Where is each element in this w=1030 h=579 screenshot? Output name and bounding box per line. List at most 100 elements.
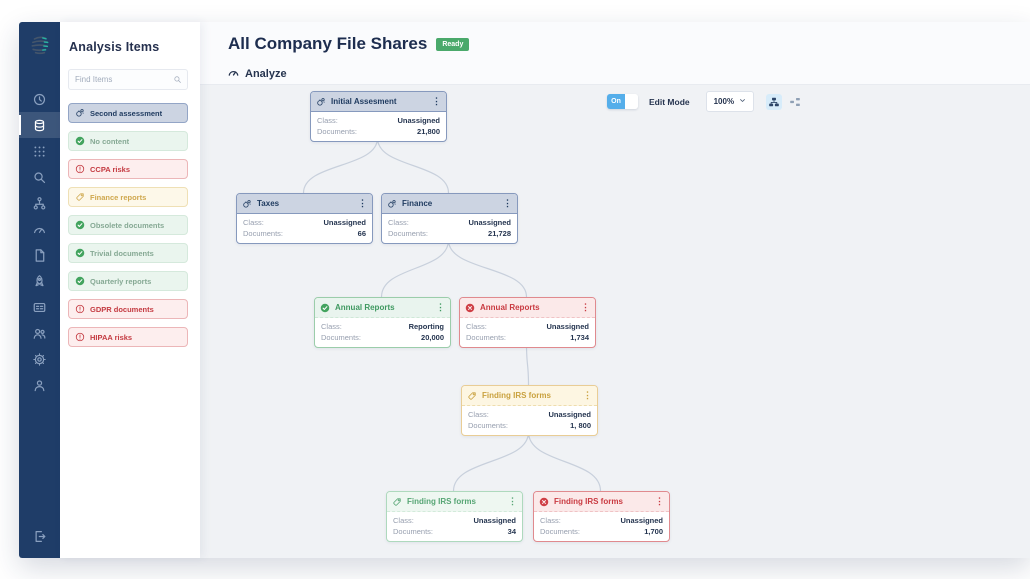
analysis-item[interactable]: Obsolete documents xyxy=(68,215,188,235)
documents-label: Documents: xyxy=(243,229,284,238)
class-label: Class: xyxy=(468,410,489,419)
analysis-item-label: HIPAA risks xyxy=(90,332,133,342)
class-value: Unassigned xyxy=(620,516,663,525)
app-window: Analysis Items Second assessment No conte… xyxy=(19,22,1030,558)
edit-mode-toggle[interactable]: On xyxy=(607,94,638,109)
sidebar-item-rocket-icon[interactable] xyxy=(19,268,60,294)
vertical-layout-button[interactable] xyxy=(766,93,783,110)
class-label: Class: xyxy=(388,218,409,227)
tag-icon xyxy=(75,192,85,202)
search-input[interactable] xyxy=(69,75,173,84)
tag-icon xyxy=(392,497,402,507)
node-menu-button[interactable]: ⋮ xyxy=(655,496,664,506)
sidebar-item-speedometer-icon[interactable] xyxy=(19,216,60,242)
error-icon xyxy=(539,497,549,507)
node-menu-button[interactable]: ⋮ xyxy=(432,96,441,106)
node-title: Finding IRS forms xyxy=(554,497,623,506)
analysis-item[interactable]: No content xyxy=(68,131,188,151)
analysis-item[interactable]: CCPA risks xyxy=(68,159,188,179)
node-title: Annual Reports xyxy=(335,303,395,312)
documents-label: Documents: xyxy=(388,229,429,238)
check-icon xyxy=(75,136,85,146)
sidebar-item-cards-icon[interactable] xyxy=(19,294,60,320)
sidebar-item-users-icon[interactable] xyxy=(19,320,60,346)
sidebar-item-profile-icon[interactable] xyxy=(19,372,60,398)
search-icon xyxy=(173,75,182,84)
main-header-band xyxy=(200,22,1030,85)
panel-title: Analysis Items xyxy=(69,40,160,54)
node-title: Finance xyxy=(402,199,433,208)
node-menu-button[interactable]: ⋮ xyxy=(436,302,445,312)
documents-value: 1, 800 xyxy=(570,421,591,430)
class-label: Class: xyxy=(540,516,561,525)
assessment-icon xyxy=(75,108,85,118)
check-icon xyxy=(75,220,85,230)
class-label: Class: xyxy=(243,218,264,227)
edit-mode-label: Edit Mode xyxy=(649,96,690,107)
sidebar-item-settings-icon[interactable] xyxy=(19,346,60,372)
analysis-item-label: CCPA risks xyxy=(90,164,131,174)
node-menu-button[interactable]: ⋮ xyxy=(583,390,592,400)
class-value: Unassigned xyxy=(397,116,440,125)
toggle-knob xyxy=(625,94,638,109)
check-icon xyxy=(75,248,85,258)
sidebar-item-document-icon[interactable] xyxy=(19,242,60,268)
class-value: Unassigned xyxy=(323,218,366,227)
analysis-item-label: Obsolete documents xyxy=(90,220,165,230)
class-label: Class: xyxy=(317,116,338,125)
zoom-value: 100% xyxy=(713,97,735,106)
analysis-item[interactable]: HIPAA risks xyxy=(68,327,188,347)
analysis-item[interactable]: Second assessment xyxy=(68,103,188,123)
documents-value: 21,800 xyxy=(417,127,440,136)
class-value: Unassigned xyxy=(548,410,591,419)
sidebar xyxy=(19,22,60,558)
analyze-label: Analyze xyxy=(245,68,287,80)
documents-value: 1,700 xyxy=(644,527,663,536)
sidebar-item-database-icon[interactable] xyxy=(19,112,60,138)
documents-label: Documents: xyxy=(466,333,507,342)
app-logo-icon xyxy=(29,34,51,56)
sidebar-item-history-icon[interactable] xyxy=(19,86,60,112)
page-title: All Company File Shares xyxy=(228,34,428,53)
class-value: Unassigned xyxy=(546,322,589,331)
node-menu-button[interactable]: ⋮ xyxy=(508,496,517,506)
sidebar-item-hierarchy-icon[interactable] xyxy=(19,190,60,216)
documents-value: 66 xyxy=(357,229,366,238)
find-items-searchbox[interactable] xyxy=(68,69,188,90)
analysis-item[interactable]: GDPR documents xyxy=(68,299,188,319)
sidebar-item-apps-icon[interactable] xyxy=(19,138,60,164)
class-label: Class: xyxy=(466,322,487,331)
zoom-dropdown[interactable]: 100% xyxy=(705,91,755,112)
analysis-item-label: Second assessment xyxy=(90,108,163,118)
node-menu-button[interactable]: ⋮ xyxy=(503,198,512,208)
check-icon xyxy=(320,303,330,313)
horizontal-layout-button[interactable] xyxy=(787,94,803,110)
documents-label: Documents: xyxy=(468,421,509,430)
node-header: Finance ⋮ xyxy=(382,194,517,214)
node-header: Annual Reports⋮ xyxy=(460,298,595,318)
logout-icon[interactable] xyxy=(19,529,60,544)
analysis-items-panel: Analysis Items Second assessment No conte… xyxy=(60,22,200,558)
node-menu-button[interactable]: ⋮ xyxy=(358,198,367,208)
node-menu-button[interactable]: ⋮ xyxy=(581,302,590,312)
analysis-item[interactable]: Quarterly reports xyxy=(68,271,188,291)
sidebar-item-search-icon[interactable] xyxy=(19,164,60,190)
analysis-item[interactable]: Finance reports xyxy=(68,187,188,207)
node-header: Finding IRS forms ⋮ xyxy=(534,492,669,512)
node-header: Initial Assesment⋮ xyxy=(311,92,446,112)
node-title: Finding IRS forms xyxy=(407,497,476,506)
node-header: Taxes⋮ xyxy=(237,194,372,214)
analysis-item[interactable]: Trivial documents xyxy=(68,243,188,263)
